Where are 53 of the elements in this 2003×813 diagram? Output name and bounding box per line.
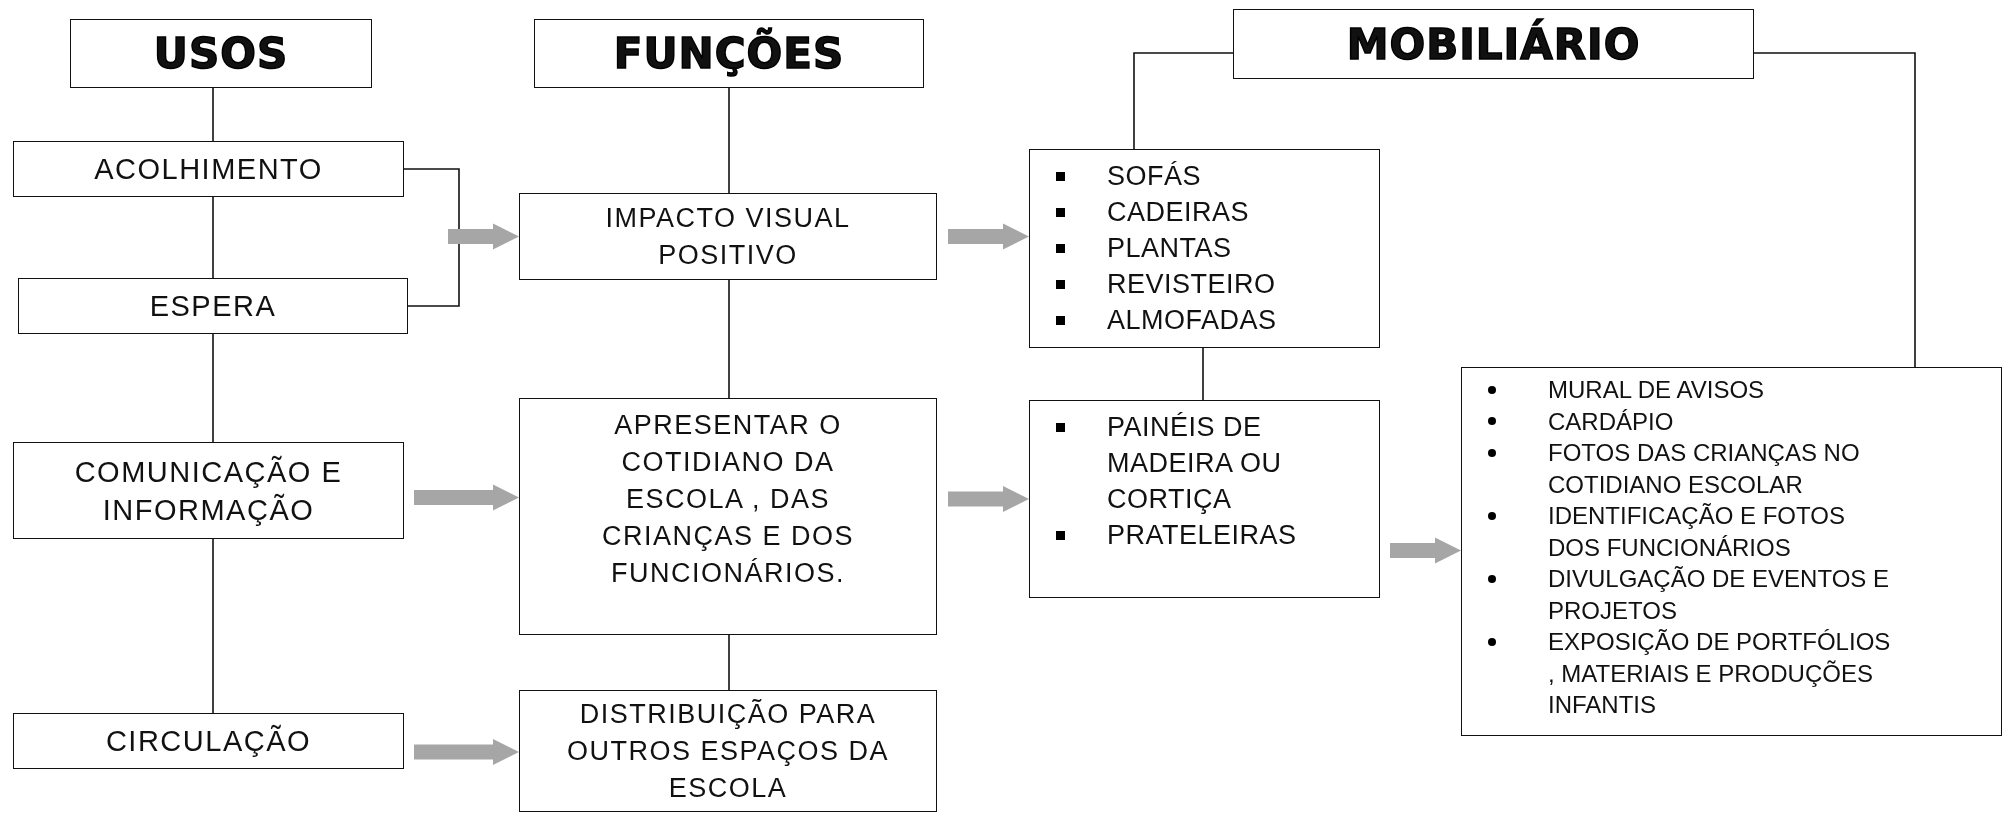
list-box: [1029, 149, 1380, 348]
heading-text: FUNÇÕES: [613, 29, 845, 78]
list-item-text: CADEIRAS: [1107, 196, 1250, 229]
connector-line: [212, 538, 214, 714]
process-box: [13, 141, 404, 197]
list-item-text: DIVULGAÇÃO DE EVENTOS E PROJETOS: [1548, 564, 1890, 626]
connector-line: [728, 634, 730, 691]
process-box: [519, 193, 937, 280]
process-box: [13, 713, 404, 769]
list-item-text: REVISTEIRO: [1107, 268, 1276, 301]
process-box: [18, 278, 408, 334]
list-item-text: PAINÉIS DE MADEIRA OU CORTIÇA: [1107, 411, 1283, 516]
connector-line: [728, 87, 730, 194]
block-arrow: [1390, 537, 1461, 564]
box-text: COMUNICAÇÃO E INFORMAÇÃO: [73, 454, 344, 528]
heading-box: [534, 19, 924, 88]
box-text: CIRCULAÇÃO: [105, 723, 312, 759]
box-text: APRESENTAR O COTIDIANO DA ESCOLA , DAS CRIANÇAS E DOS FUNCIONÁRIOS.: [600, 409, 855, 590]
heading-box: [70, 19, 372, 88]
connector-line: [212, 333, 214, 443]
list-item-text: PRATELEIRAS: [1107, 519, 1297, 552]
connector-line: [1133, 52, 1234, 150]
connector-line: [728, 279, 730, 399]
list-box: [1461, 367, 2002, 736]
block-arrow: [948, 223, 1029, 250]
connector-line: [212, 196, 214, 279]
block-arrow: [414, 484, 519, 511]
box-text: ACOLHIMENTO: [94, 152, 323, 187]
connector-line: [212, 87, 214, 142]
process-box: [519, 690, 937, 812]
list-item-text: FOTOS DAS CRIANÇAS NO COTIDIANO ESCOLAR: [1548, 438, 1861, 500]
block-arrow: [414, 739, 519, 765]
list-item-text: ALMOFADAS: [1107, 304, 1277, 337]
block-arrow: [948, 486, 1029, 512]
heading-box: [1233, 9, 1754, 79]
connector-line: [1753, 52, 1916, 368]
list-item-text: MURAL DE AVISOS: [1548, 375, 1765, 405]
list-item-text: IDENTIFICAÇÃO E FOTOS DOS FUNCIONÁRIOS: [1548, 501, 1846, 563]
connector-line: [403, 168, 460, 307]
list-item-text: EXPOSIÇÃO DE PORTFÓLIOS , MATERIAIS E PRODUÇÕES INFANTIS: [1548, 627, 1892, 720]
box-text: DISTRIBUIÇÃO PARA OUTROS ESPAÇOS DA ESCOLA: [565, 697, 891, 805]
box-text: IMPACTO VISUAL POSITIVO: [604, 201, 852, 272]
block-arrow: [448, 223, 519, 250]
process-box: [519, 398, 937, 635]
list-item-text: SOFÁS: [1107, 160, 1202, 193]
heading-text: MOBILIÁRIO: [1346, 19, 1641, 69]
process-box: [13, 442, 404, 539]
connector-line: [1202, 347, 1204, 401]
box-text: ESPERA: [149, 289, 277, 324]
list-box: [1029, 400, 1380, 598]
list-item-text: PLANTAS: [1107, 232, 1232, 265]
list-item-text: CARDÁPIO: [1548, 406, 1674, 437]
heading-text: USOS: [153, 29, 289, 78]
